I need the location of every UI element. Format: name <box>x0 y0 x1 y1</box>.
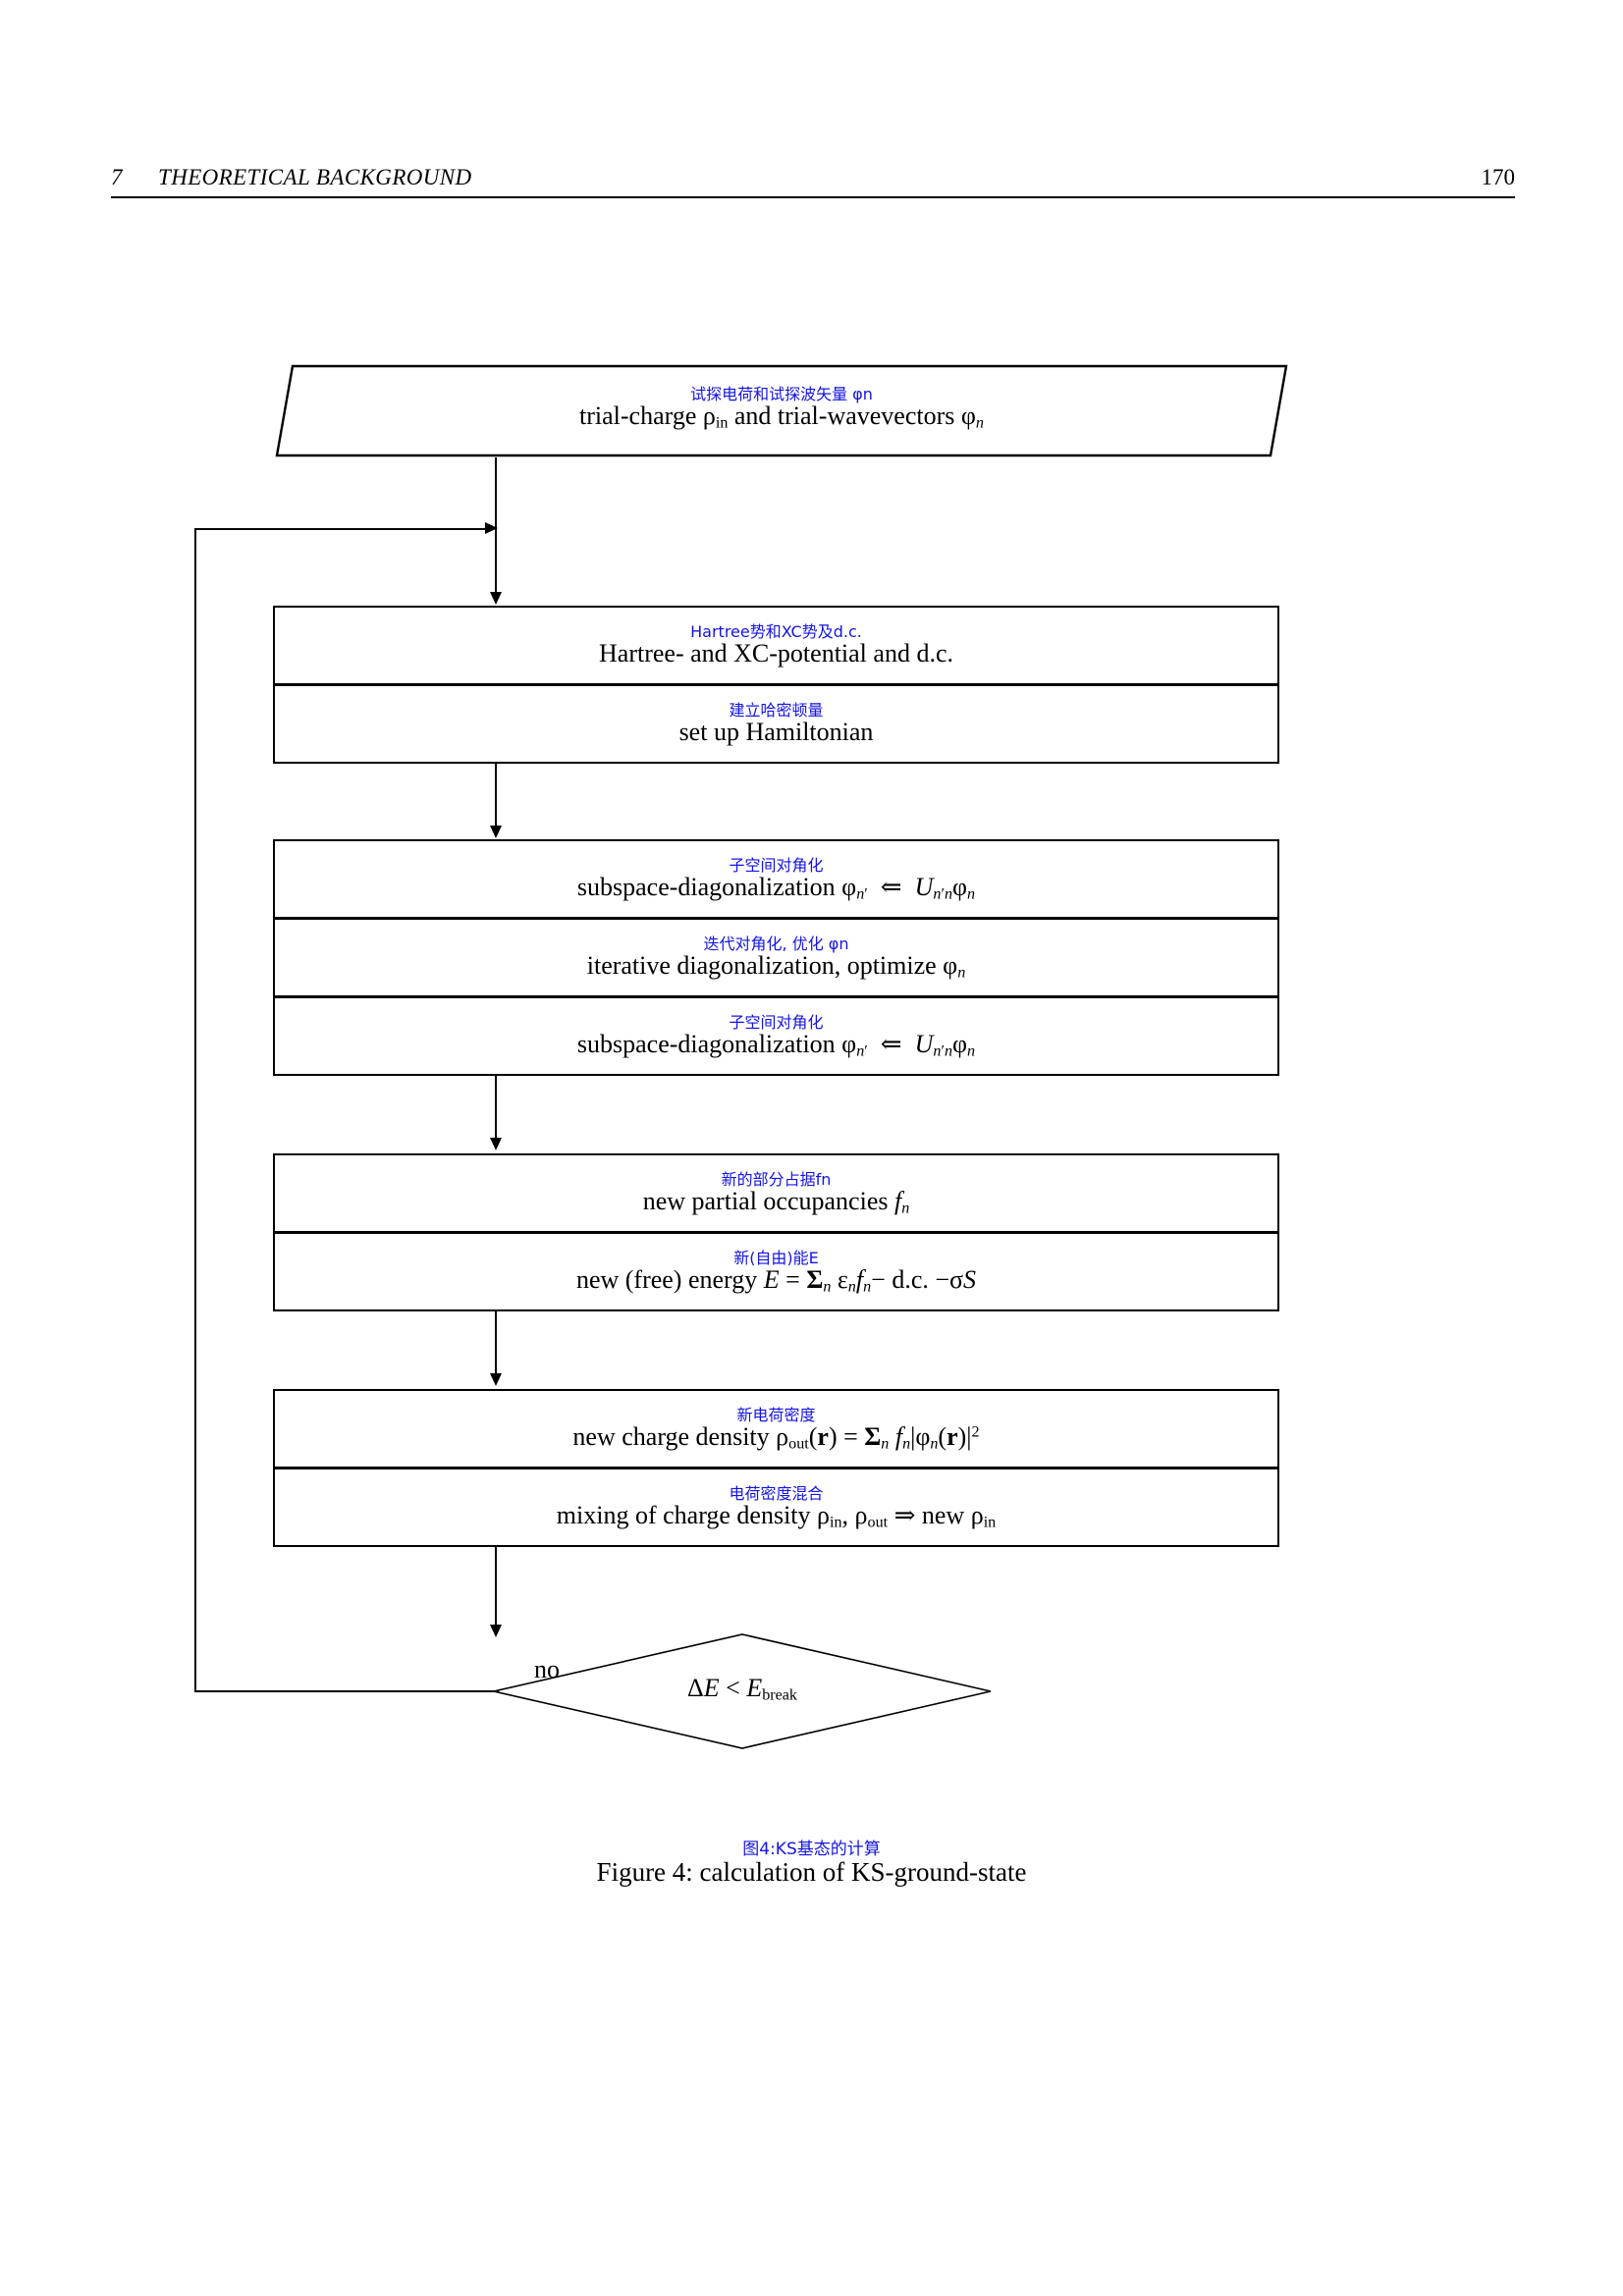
arrow-to-occupancy <box>490 1138 502 1150</box>
connector-loop-top <box>194 528 487 530</box>
row-label-en: subspace-diagonalization φn′ ⇐ Un′nφn <box>576 1030 976 1060</box>
flow-box-potential: Hartree势和XC势及d.c. Hartree- and XC-potent… <box>273 606 1279 764</box>
arrow-to-decision <box>490 1625 502 1637</box>
connector-occupancy-to-density <box>495 1311 497 1374</box>
connector-potential-to-diag <box>495 764 497 827</box>
figure-caption-annotation-zh: 图4:KS基态的计算 <box>742 1840 881 1859</box>
arrow-to-diag <box>490 826 502 838</box>
diamond-outline <box>493 1633 992 1749</box>
connector-loop-arrowhead <box>485 522 498 534</box>
flow-row-hartree-xc-potential: Hartree势和XC势及d.c. Hartree- and XC-potent… <box>275 608 1277 686</box>
row-annotation-zh: 新的部分占据fn <box>721 1170 832 1189</box>
flow-start-parallelogram: 试探电荷和试探波矢量 φn trial-charge ρin and trial… <box>275 361 1288 459</box>
row-annotation-zh: 迭代对角化, 优化 φn <box>703 934 849 953</box>
flow-decision-label-en: ΔE < Ebreak <box>687 1674 797 1704</box>
flow-start-annotation-zh: 试探电荷和试探波矢量 φn <box>690 385 873 403</box>
connector-loop-left <box>194 528 196 1692</box>
flow-start-text: 试探电荷和试探波矢量 φn trial-charge ρin and trial… <box>275 387 1288 432</box>
row-annotation-zh: 新电荷密度 <box>736 1406 816 1424</box>
arrow-to-potential <box>490 592 502 605</box>
row-annotation-zh: 子空间对角化 <box>729 1013 824 1032</box>
row-label-en: new (free) energy E = Σn εnfn− d.c. −σS <box>575 1265 977 1296</box>
row-label-en: mixing of charge density ρin, ρout ⇒ new… <box>556 1501 997 1531</box>
connector-loop-bottom <box>194 1690 499 1692</box>
row-annotation-zh: Hartree势和XC势及d.c. <box>690 622 862 641</box>
row-label-en: new charge density ρout(r) = Σn fn|φn(r)… <box>572 1422 980 1453</box>
row-label-en: set up Hamiltonian <box>678 718 874 746</box>
header-section-title: THEORETICAL BACKGROUND <box>158 165 472 189</box>
flow-decision-text: ΔE < Ebreak <box>491 1675 994 1704</box>
row-annotation-zh: 建立哈密顿量 <box>729 701 824 720</box>
arrow-to-density <box>490 1373 502 1386</box>
connector-junction-to-potential <box>495 528 497 593</box>
row-annotation-zh: 电荷密度混合 <box>729 1484 824 1503</box>
flow-row-subspace-diagonalization-2: 子空间对角化 subspace-diagonalization φn′ ⇐ Un… <box>275 998 1277 1077</box>
row-annotation-zh: 新(自由)能E <box>733 1249 819 1267</box>
header-page-number: 170 <box>1481 165 1516 189</box>
flow-loop-label-no: no <box>534 1655 560 1683</box>
figure-caption-text-en: Figure 4: calculation of KS-ground-state <box>596 1857 1027 1887</box>
flow-row-set-up-hamiltonian: 建立哈密顿量 set up Hamiltonian <box>275 686 1277 765</box>
flow-box-diagonalization: 子空间对角化 subspace-diagonalization φn′ ⇐ Un… <box>273 839 1279 1076</box>
row-label-en: new partial occupancies fn <box>642 1187 910 1217</box>
flow-start-label-en: trial-charge ρin and trial-wavevectors φ… <box>579 401 984 432</box>
page-header: 7 THEORETICAL BACKGROUND 170 <box>111 165 1515 210</box>
connector-density-to-decision <box>495 1547 497 1629</box>
flow-row-mixing-charge-density: 电荷密度混合 mixing of charge density ρin, ρou… <box>275 1469 1277 1548</box>
row-label-en: iterative diagonalization, optimize φn <box>586 951 966 982</box>
flow-row-new-free-energy: 新(自由)能E new (free) energy E = Σn εnfn− d… <box>275 1234 1277 1312</box>
flow-decision-diamond: ΔE < Ebreak <box>491 1631 994 1751</box>
row-label-en: Hartree- and XC-potential and d.c. <box>599 639 953 667</box>
flow-box-occupancy: 新的部分占据fn new partial occupancies fn 新(自由… <box>273 1153 1279 1311</box>
header-rule <box>111 196 1515 198</box>
figure-caption: 图4:KS基态的计算 Figure 4: calculation of KS-g… <box>0 1840 1623 1887</box>
connector-diag-to-occupancy <box>495 1076 497 1139</box>
header-section-number: 7 <box>111 165 123 189</box>
row-label-en: subspace-diagonalization φn′ ⇐ Un′nφn <box>576 873 976 903</box>
flow-row-subspace-diagonalization-1: 子空间对角化 subspace-diagonalization φn′ ⇐ Un… <box>275 841 1277 920</box>
connector-start-to-junction <box>495 457 497 530</box>
flow-box-charge-density: 新电荷密度 new charge density ρout(r) = Σn fn… <box>273 1389 1279 1547</box>
row-annotation-zh: 子空间对角化 <box>729 856 824 875</box>
parallelogram-outline <box>275 364 1288 457</box>
flow-row-new-partial-occupancies: 新的部分占据fn new partial occupancies fn <box>275 1155 1277 1234</box>
flow-row-new-charge-density: 新电荷密度 new charge density ρout(r) = Σn fn… <box>275 1391 1277 1469</box>
flow-row-iterative-diagonalization: 迭代对角化, 优化 φn iterative diagonalization, … <box>275 920 1277 998</box>
